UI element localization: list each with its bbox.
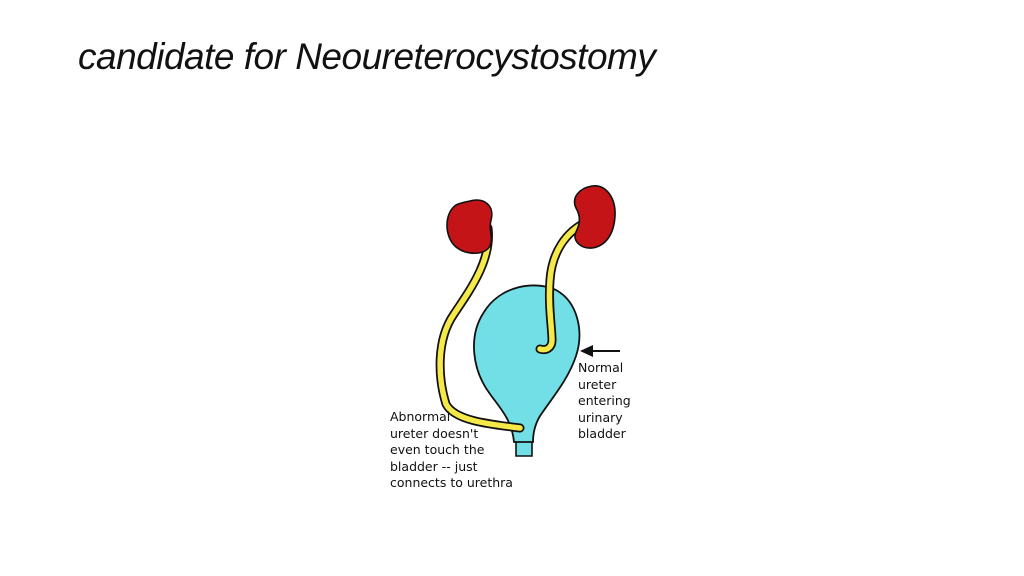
normal-label-line: ureter — [578, 376, 617, 392]
normal-label-line: entering — [578, 393, 631, 408]
right-kidney — [573, 185, 616, 249]
normal-ureter-label: Normal ureter entering urinary bladder — [578, 360, 631, 443]
abnormal-label-line: connects to urethra — [390, 475, 513, 490]
normal-label-line: bladder — [578, 426, 626, 441]
abnormal-label-line: ureter doesn't — [390, 425, 479, 441]
normal-ureter — [537, 219, 589, 353]
normal-label-line: Normal — [578, 360, 624, 375]
slide-title: candidate for Neoureterocystostomy — [78, 36, 656, 77]
left-kidney — [446, 199, 493, 255]
normal-label-line: urinary — [578, 409, 623, 425]
abnormal-label-line: even touch the — [390, 442, 485, 457]
abnormal-ureter-label: Abnormal ureter doesn't even touch the b… — [390, 409, 513, 492]
abnormal-ureter — [437, 225, 523, 431]
abnormal-label-line: Abnormal — [390, 409, 451, 424]
abnormal-label-line: bladder -- just — [390, 458, 478, 474]
pointer-arrow-head — [580, 345, 593, 357]
